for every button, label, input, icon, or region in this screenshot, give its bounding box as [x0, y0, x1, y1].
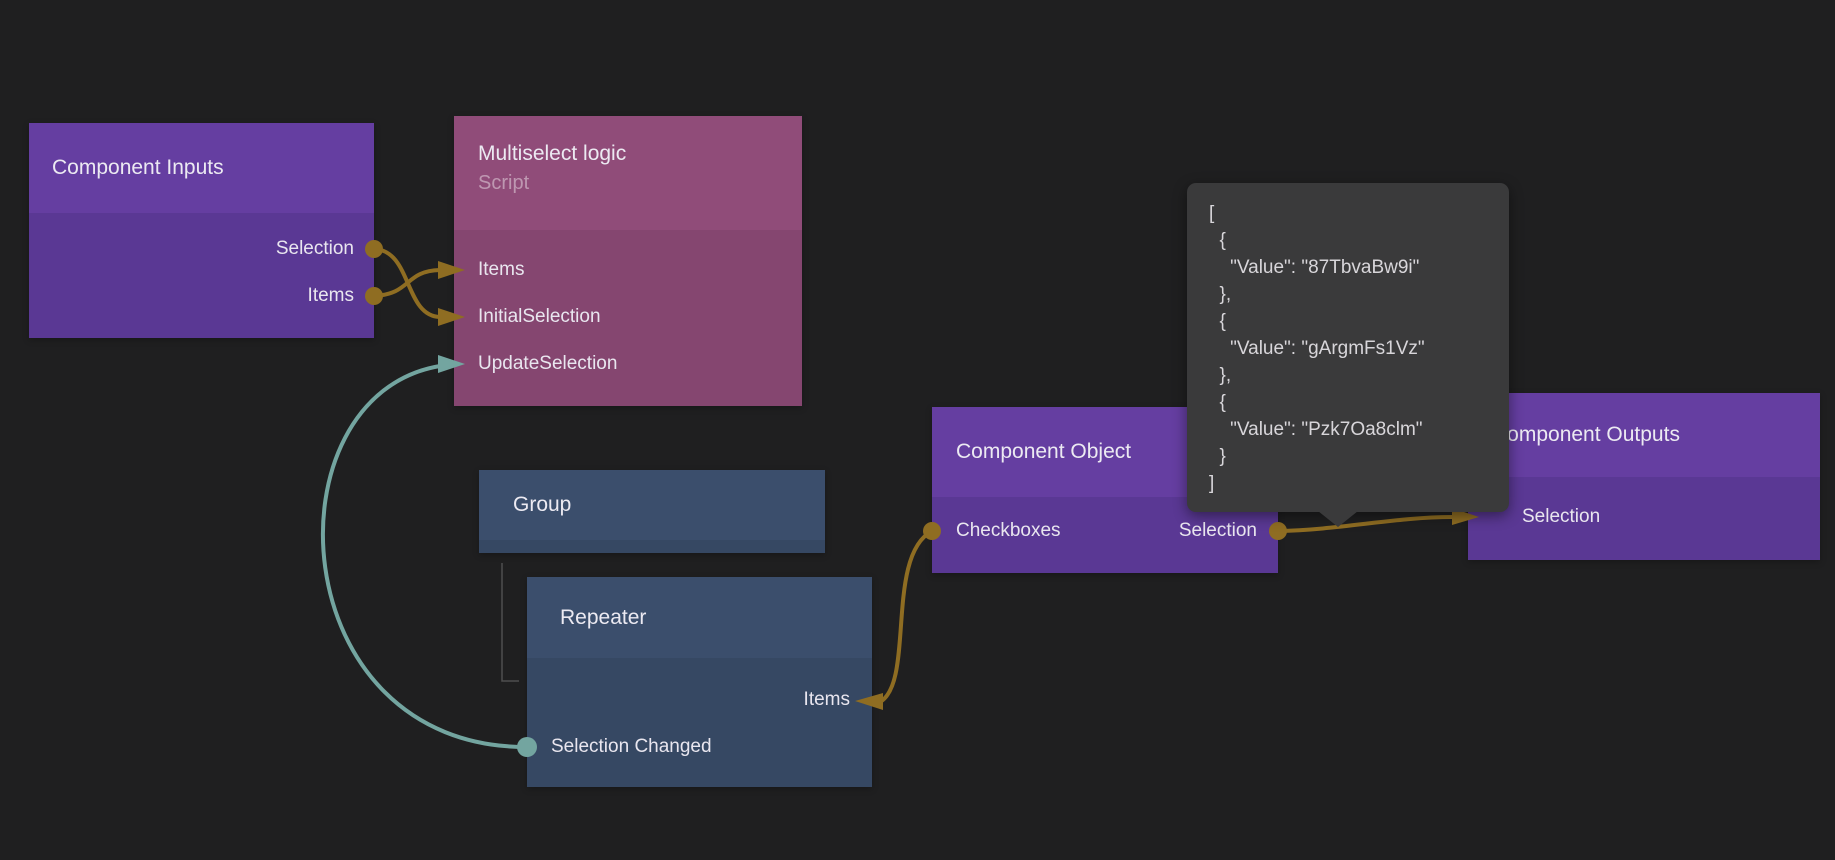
wire-selection-to-outputs-selection[interactable]	[1277, 515, 1453, 533]
wire-items-to-items[interactable]	[373, 268, 441, 298]
node-component-outputs-header[interactable]: Component Outputs	[1468, 393, 1820, 477]
port-label-updateselection: UpdateSelection	[478, 353, 618, 374]
node-repeater-header[interactable]: Repeater	[527, 577, 872, 658]
node-multiselect-logic[interactable]: Multiselect logic Script Items InitialSe…	[454, 116, 802, 406]
node-subtitle: Script	[478, 172, 530, 194]
node-repeater[interactable]: Repeater Items Selection Changed	[527, 577, 872, 787]
node-title: Component Object	[956, 440, 1132, 463]
node-component-inputs-body: Selection Items	[29, 213, 374, 338]
port-label-selection: Selection	[1522, 506, 1601, 527]
node-group-header[interactable]: Group	[479, 470, 825, 540]
port-label-selection-changed: Selection Changed	[551, 736, 712, 757]
node-title: Component Inputs	[52, 156, 224, 179]
node-component-inputs[interactable]: Component Inputs Selection Items	[29, 123, 374, 338]
port-label-items: Items	[803, 689, 850, 710]
node-component-outputs[interactable]: Component Outputs Selection	[1468, 393, 1820, 560]
node-title: Repeater	[560, 606, 647, 629]
node-multiselect-logic-body: Items InitialSelection UpdateSelection	[454, 230, 802, 406]
port-label-initialselection: InitialSelection	[478, 306, 601, 327]
connection-value-tooltip: [ { "Value": "87TbvaBw9i" }, { "Value": …	[1187, 183, 1509, 527]
node-multiselect-logic-header[interactable]: Multiselect logic Script	[454, 116, 802, 230]
node-title: Multiselect logic	[478, 142, 627, 165]
wire-selectionchanged-to-updateselection[interactable]	[321, 364, 528, 750]
port-label-items: Items	[478, 259, 525, 280]
hierarchy-connector-line	[501, 563, 519, 682]
port-label-items: Items	[307, 285, 354, 306]
node-title: Group	[513, 493, 572, 516]
node-group-body	[479, 540, 825, 553]
wire-selection-to-initialselection[interactable]	[373, 247, 441, 319]
port-label-checkboxes: Checkboxes	[956, 520, 1061, 541]
tooltip-json-text: [ { "Value": "87TbvaBw9i" }, { "Value": …	[1209, 203, 1425, 494]
node-repeater-body: Items Selection Changed	[527, 658, 872, 787]
wire-checkboxes-to-repeater-items[interactable]	[878, 529, 934, 704]
node-component-inputs-header[interactable]: Component Inputs	[29, 123, 374, 213]
node-title: Component Outputs	[1492, 423, 1680, 446]
port-label-selection: Selection	[275, 238, 354, 259]
node-group[interactable]: Group	[479, 470, 825, 553]
node-component-outputs-body: Selection	[1468, 477, 1820, 560]
port-label-selection: Selection	[1178, 520, 1257, 541]
